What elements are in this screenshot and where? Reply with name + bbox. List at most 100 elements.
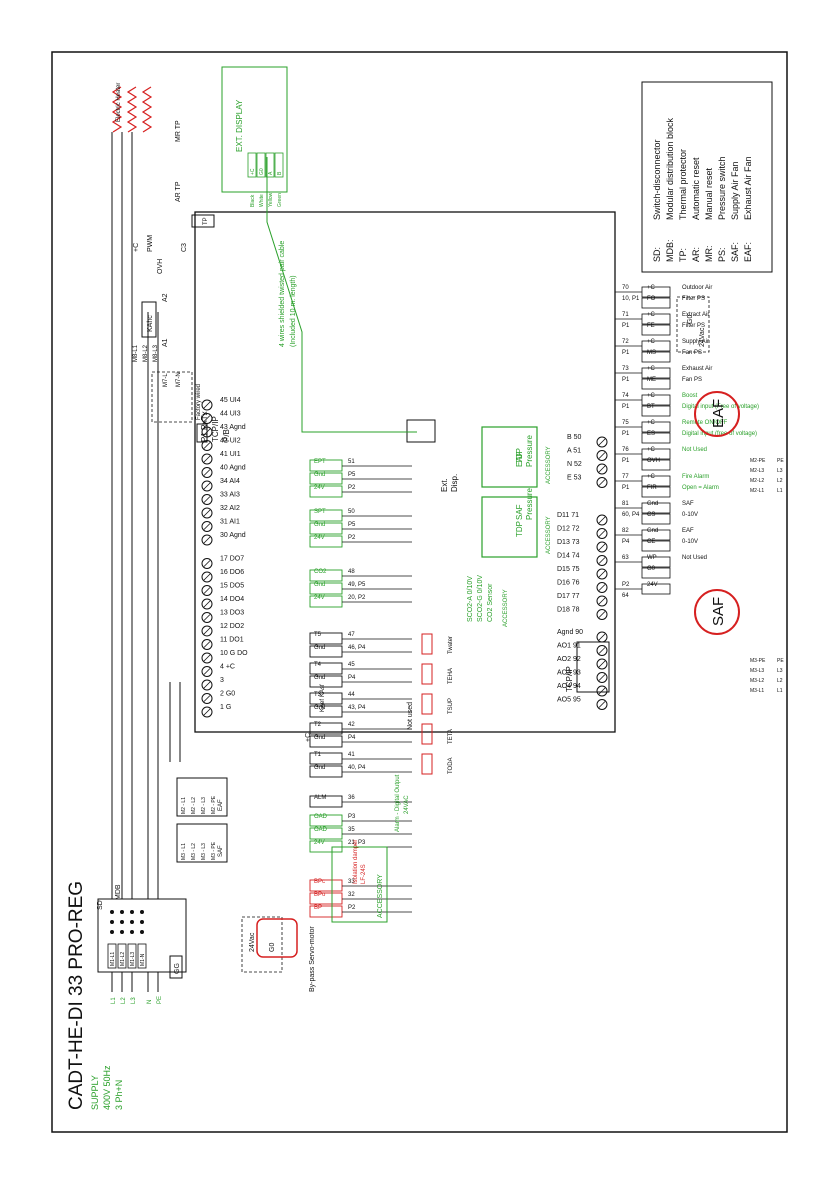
mdb-line-label: M1-L2 — [120, 952, 126, 966]
mdb-line-label: M1-L1 — [110, 952, 116, 966]
input-wire-number: 82 — [622, 528, 629, 534]
input-terminal-label: ES — [647, 431, 655, 437]
c3-label: C3 — [181, 243, 188, 252]
do-terminal — [201, 571, 213, 583]
saf-motor-side: L1 — [777, 688, 783, 694]
eaf-pressure-terminal — [309, 485, 343, 498]
co2-wire: 48 — [348, 569, 355, 575]
cable-label-1: 4 wires shielded twisted pair cable — [279, 241, 286, 347]
input-wire-extra: P1 — [622, 458, 630, 464]
ai-terminal — [201, 399, 213, 411]
sensor-terminal — [309, 735, 343, 748]
fan-mdb-term: M3 - L2 — [191, 843, 197, 860]
input-terminal-label: CS — [647, 512, 655, 518]
bus-row-label: N 52 — [567, 461, 582, 468]
co2-label: SCO2-A 0/10V — [467, 576, 474, 622]
not-used-label: Not used — [407, 702, 414, 730]
sensor-terminal-label: T4 — [314, 662, 322, 668]
legend-text: Modular distribution block — [665, 117, 675, 220]
input-group-label: Exhaust Air — [682, 366, 712, 372]
input-group-label: Not Used — [682, 447, 707, 453]
ext-wire-color: Green — [277, 193, 283, 207]
legend-abbr: MR: — [704, 246, 714, 263]
do-terminal — [201, 598, 213, 610]
damper-model: LF-24S — [361, 864, 367, 884]
eaf-term-tag: EAF — [218, 799, 224, 811]
input-terminal-label: Gnd — [647, 528, 658, 534]
sensor-label: TSUP — [448, 698, 454, 714]
sensor-terminal-label: Gnd — [314, 645, 325, 651]
input-terminal-label: 24V — [647, 582, 658, 588]
bypass-terminal — [309, 905, 343, 918]
ext-disp-port — [406, 419, 436, 443]
saf-pressure-terminal — [309, 522, 343, 535]
bypass-label: By-pass Servo-motor — [309, 926, 316, 992]
bus-row-label: A 51 — [567, 448, 581, 455]
bottom-plus-c: +C — [305, 733, 312, 742]
co2-terminal — [309, 582, 343, 595]
input-terminal — [641, 378, 671, 390]
ai-row-label: 41 UI1 — [220, 451, 241, 458]
ext-pin-label: A — [268, 171, 274, 175]
saf-motor-wire: M3-L3 — [750, 668, 764, 674]
saf-motor-side: PE — [777, 658, 784, 664]
sensor-wire: 41 — [348, 752, 355, 758]
m8-l1: M8-L1 — [133, 344, 139, 362]
input-group-label: SAF — [682, 501, 694, 507]
do-terminal — [201, 706, 213, 718]
kas-label: KAsf — [320, 684, 326, 697]
damper-wire: P3 — [348, 814, 356, 820]
sensor-terminal — [309, 675, 343, 688]
saf-term-tag: SAF — [218, 845, 224, 857]
mdb-line-label: M1-N — [140, 953, 146, 966]
do-terminal — [201, 625, 213, 637]
sensor-label: TODA — [448, 757, 454, 774]
saf-pressure-terminal-label: Gnd — [314, 522, 325, 528]
sensor-terminal — [309, 765, 343, 778]
mdb-line-label: M1-L3 — [130, 952, 136, 966]
ext-wire-color: White — [259, 194, 265, 207]
input-sub-label: Fan PS — [682, 377, 702, 383]
input-terminal — [641, 459, 671, 471]
saf-motor — [694, 589, 740, 635]
supply-spec2: 3 Ph+N — [114, 1080, 124, 1110]
sensor-wire: 47 — [348, 632, 355, 638]
ai-row-label: 42 UI2 — [220, 438, 241, 445]
sd-label: SD — [97, 900, 104, 910]
do-terminal — [201, 639, 213, 650]
input-terminal — [641, 324, 671, 336]
damper-wire: 35 — [348, 827, 355, 833]
input-terminal — [641, 486, 671, 498]
input-wire-extra: 64 — [622, 593, 629, 599]
eaf-motor-side: L2 — [777, 478, 783, 484]
input-wire-number: 72 — [622, 339, 629, 345]
input-wire-number: 76 — [622, 447, 629, 453]
input-group-label: Remote ON/OFF — [682, 420, 728, 426]
input-group-label: Fire Alarm — [682, 474, 709, 480]
ai-row-label: 34 AI4 — [220, 478, 240, 485]
do-row-label: 13 DO3 — [220, 610, 244, 617]
co2-terminal-label: Gnd — [314, 582, 325, 588]
do-row-label: 17 DO7 — [220, 556, 244, 563]
do-row-label: 12 DO2 — [220, 623, 244, 630]
input-terminal-label: +C — [647, 366, 656, 372]
input-group-label: Outdoor Air — [682, 285, 712, 291]
alarm-wire: 36 — [348, 795, 355, 801]
saf-motor-side: L2 — [777, 678, 783, 684]
sensor-terminal — [309, 632, 343, 645]
eaf-pressure-terminal — [309, 472, 343, 485]
sensor-terminal — [309, 752, 343, 765]
co2-label3: CO2 Sensor — [487, 583, 494, 622]
saf-motor-wire: M3-L1 — [750, 688, 764, 694]
input-terminal-label: WP — [647, 555, 657, 561]
saf-accessory: ACCESSORY — [546, 516, 552, 554]
input-wire-number: 74 — [622, 393, 629, 399]
sensor-terminal — [309, 645, 343, 658]
sensor-wire: 42 — [348, 722, 355, 728]
damper-terminal-label: OAD — [314, 827, 328, 833]
input-group-label: Supply Air — [682, 339, 709, 345]
kaf-label: KAef — [320, 699, 326, 712]
input-terminal-label: MS — [647, 350, 656, 356]
